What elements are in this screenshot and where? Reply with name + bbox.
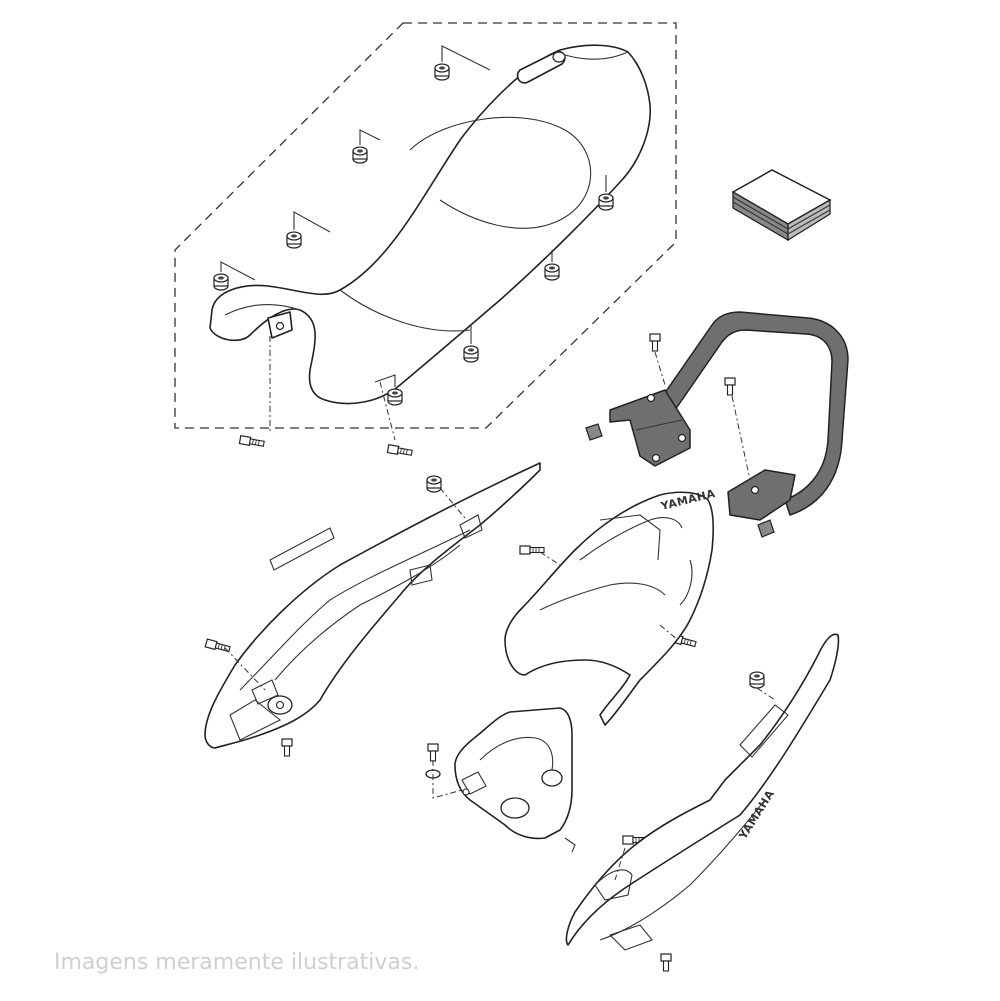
side-cover-left <box>204 462 541 749</box>
manual-booklet-icon <box>731 169 832 242</box>
grommet-icon <box>426 475 442 493</box>
disclaimer-caption: Imagens meramente ilustrativas. <box>54 950 420 975</box>
seat-group <box>174 22 677 429</box>
seat-part <box>209 44 651 405</box>
rear-fender-tray <box>454 707 576 853</box>
side-cover-right: YAMAHA <box>565 633 840 951</box>
grommet-icon <box>749 671 765 689</box>
grab-bar-part <box>585 311 849 538</box>
tail-cowl: YAMAHA <box>504 487 717 726</box>
